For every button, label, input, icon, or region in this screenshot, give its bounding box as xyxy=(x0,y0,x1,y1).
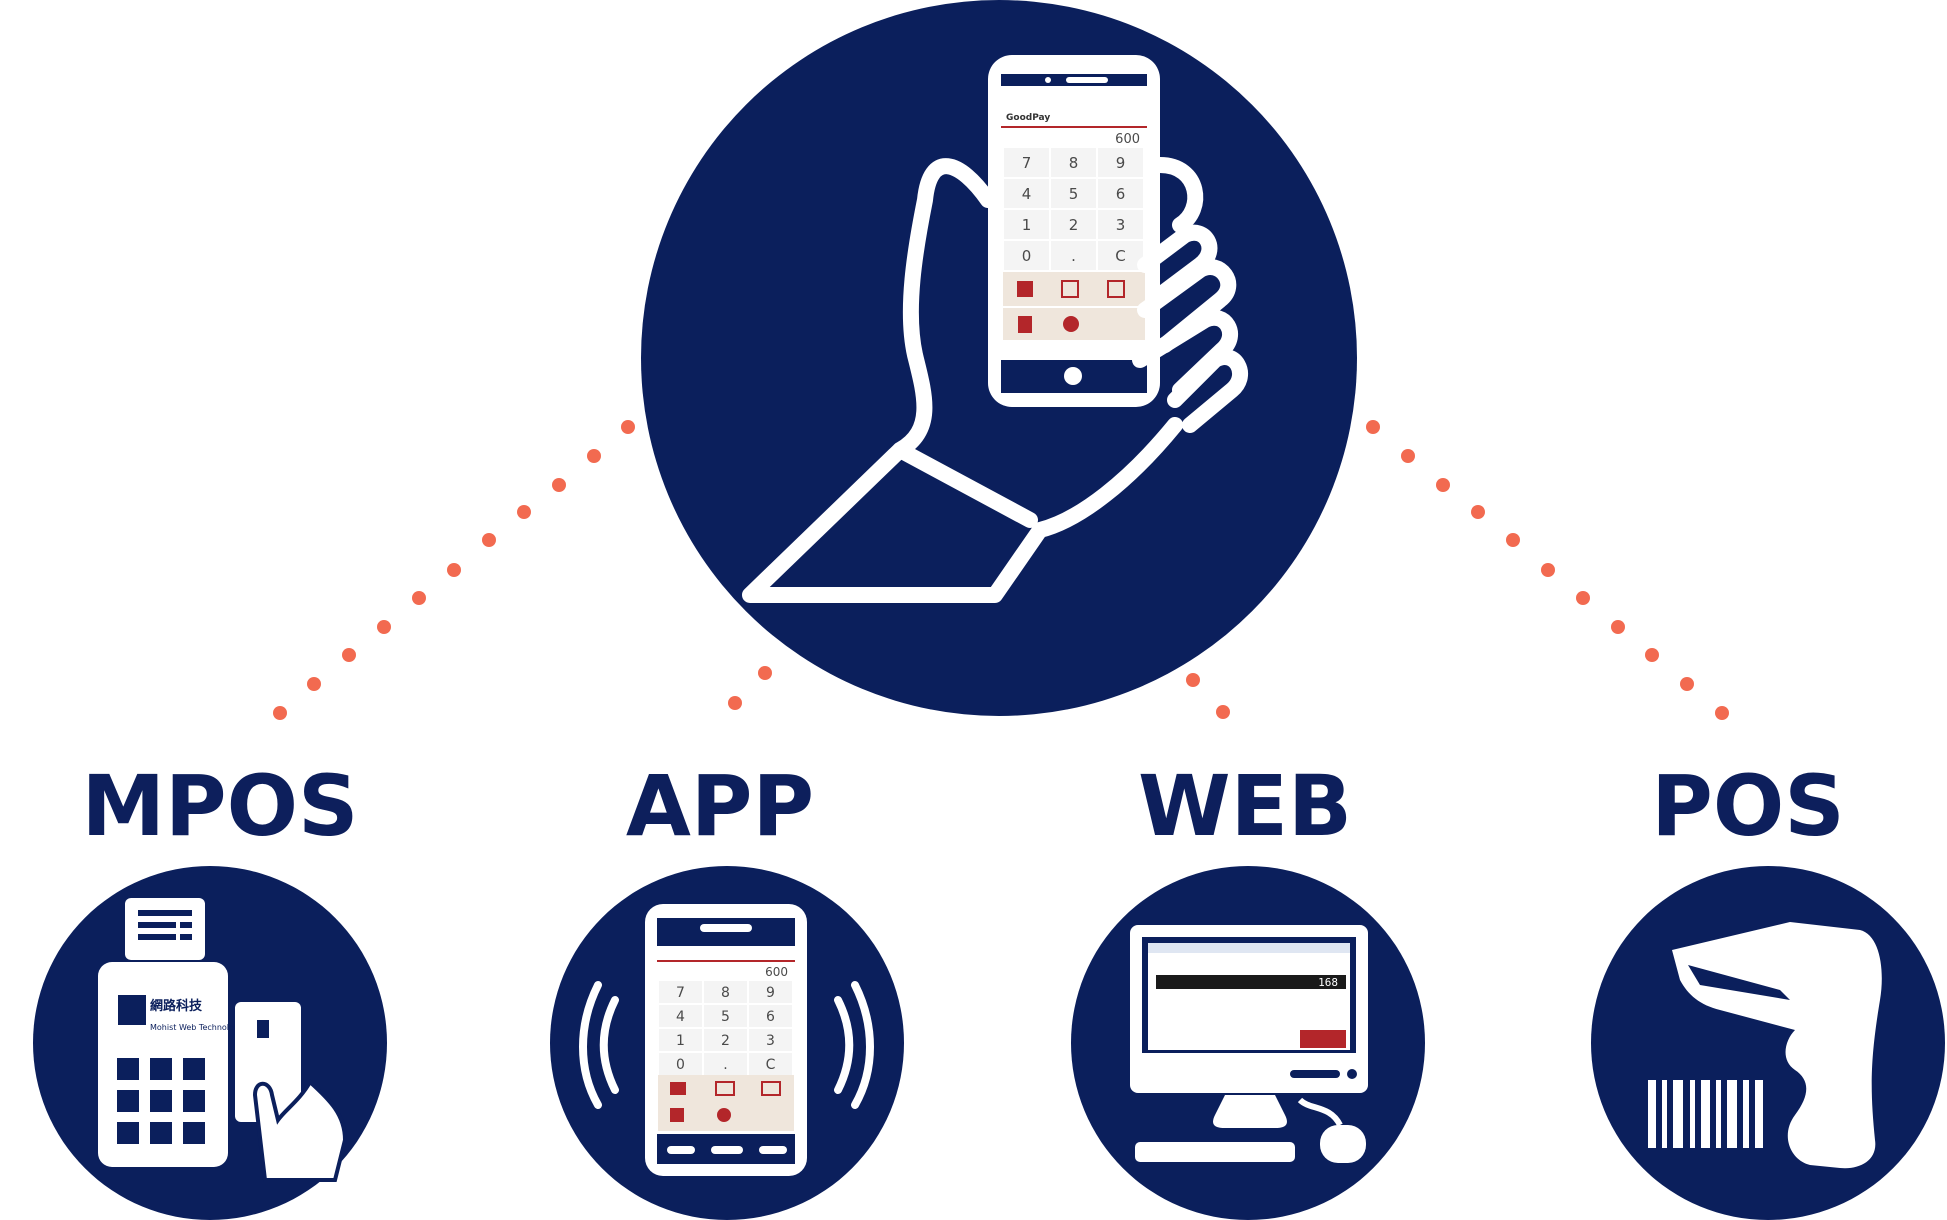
hub-node: GoodPay 600 7 8 9 4 5 6 1 2 3 0. C xyxy=(641,0,1357,716)
keypad-key: 5 xyxy=(721,1009,730,1025)
keypad-key: 9 xyxy=(766,985,775,1001)
label-app: APP xyxy=(626,757,814,855)
keypad-key-bg xyxy=(659,981,702,1003)
keypad-key: C xyxy=(766,1057,776,1073)
keypad-key: 2 xyxy=(721,1033,730,1049)
keypad-key: 2 xyxy=(1069,216,1079,234)
keypad-key-bg xyxy=(1051,148,1096,177)
mpos-logo-text: 網路科技 xyxy=(150,998,203,1014)
settings-gear-icon xyxy=(1063,316,1079,332)
keypad-key-bg xyxy=(704,1053,747,1075)
node-mpos: 網路科技 Mohist Web Technology xyxy=(33,866,387,1220)
keypad-key: 4 xyxy=(676,1009,685,1025)
keypad-key-bg xyxy=(1098,241,1143,270)
keypad-key: 5 xyxy=(1069,185,1079,203)
mpos-keypad xyxy=(117,1058,205,1144)
keypad-key-bg xyxy=(1004,179,1049,208)
keypad-key-bg xyxy=(1004,210,1049,239)
connector-dots-pos xyxy=(1366,420,1729,720)
keypad-key-bg xyxy=(1098,210,1143,239)
keypad-key: 8 xyxy=(721,985,730,1001)
scan-icon xyxy=(1107,280,1125,298)
keypad-key: . xyxy=(1071,247,1076,265)
keypad-key-bg xyxy=(659,1029,702,1051)
web-amount: 168 xyxy=(1318,976,1338,989)
desktop-computer-icon: 168 xyxy=(1130,925,1368,1163)
app-keypad: 7 8 9 4 5 6 1 2 3 0. C xyxy=(659,981,792,1075)
keypad-key-bg xyxy=(1051,179,1096,208)
keypad-key-bg xyxy=(704,981,747,1003)
keypad-key: 6 xyxy=(766,1009,775,1025)
barcode-icon xyxy=(1648,1080,1763,1148)
hub-keypad: 7 8 9 4 5 6 1 2 3 0. C xyxy=(1004,148,1143,270)
hub-app-name: GoodPay xyxy=(1006,113,1050,123)
scan-check-icon xyxy=(1061,280,1079,298)
keypad-key-bg xyxy=(749,1053,792,1075)
keypad-key-bg xyxy=(749,981,792,1003)
keypad-key: 7 xyxy=(676,985,685,1001)
qr-code-icon xyxy=(1017,281,1033,297)
keypad-key: 0 xyxy=(676,1057,685,1073)
keypad-key-bg xyxy=(659,1053,702,1075)
keypad-key: 6 xyxy=(1116,185,1126,203)
keypad-key-bg xyxy=(704,1005,747,1027)
receipt-icon xyxy=(1018,316,1032,333)
keypad-key: 4 xyxy=(1022,185,1032,203)
keypad-key-bg xyxy=(749,1029,792,1051)
keypad-key-bg xyxy=(1004,148,1049,177)
connector-dots-app xyxy=(728,666,772,710)
credit-card-icon xyxy=(235,1002,301,1122)
keypad-key: . xyxy=(723,1057,727,1073)
keypad-key: 1 xyxy=(676,1033,685,1049)
label-mpos: MPOS xyxy=(81,757,358,855)
keypad-key: 3 xyxy=(766,1033,775,1049)
card-terminal-icon: 網路科技 Mohist Web Technology xyxy=(98,898,348,1182)
node-web: 168 xyxy=(1071,866,1425,1220)
keypad-key: C xyxy=(1115,247,1125,265)
keypad-key-bg xyxy=(704,1029,747,1051)
keypad-key: 8 xyxy=(1069,154,1079,172)
keypad-key-bg xyxy=(1098,148,1143,177)
label-pos: POS xyxy=(1651,757,1844,855)
keypad-key-bg xyxy=(1098,179,1143,208)
hub-amount: 600 xyxy=(1115,132,1140,147)
keypad-key: 7 xyxy=(1022,154,1032,172)
connector-dots-web xyxy=(1186,673,1230,719)
barcode-scanner-icon xyxy=(1648,922,1882,1169)
keypad-key-bg xyxy=(659,1005,702,1027)
hand-holding-phone-icon: GoodPay 600 7 8 9 4 5 6 1 2 3 0. C xyxy=(742,55,1248,603)
label-web: WEB xyxy=(1138,757,1352,855)
keypad-key: 1 xyxy=(1022,216,1032,234)
keypad-key: 0 xyxy=(1022,247,1032,265)
node-app: 600 7 8 9 4 5 6 1 2 3 0. C xyxy=(550,866,904,1220)
keypad-key-bg xyxy=(1051,241,1096,270)
keypad-key: 3 xyxy=(1116,216,1126,234)
keypad-key: 9 xyxy=(1116,154,1126,172)
app-amount: 600 xyxy=(765,965,788,979)
node-pos xyxy=(1591,866,1945,1220)
keypad-key-bg xyxy=(749,1005,792,1027)
smartphone-nfc-icon: 600 7 8 9 4 5 6 1 2 3 0. C xyxy=(579,904,874,1176)
keypad-key-bg xyxy=(1004,241,1049,270)
mpos-logo-sub: Mohist Web Technology xyxy=(150,1023,244,1032)
connector-dots-mpos xyxy=(273,420,635,720)
keypad-key-bg xyxy=(1051,210,1096,239)
nfc-waves-icon xyxy=(579,981,874,1109)
